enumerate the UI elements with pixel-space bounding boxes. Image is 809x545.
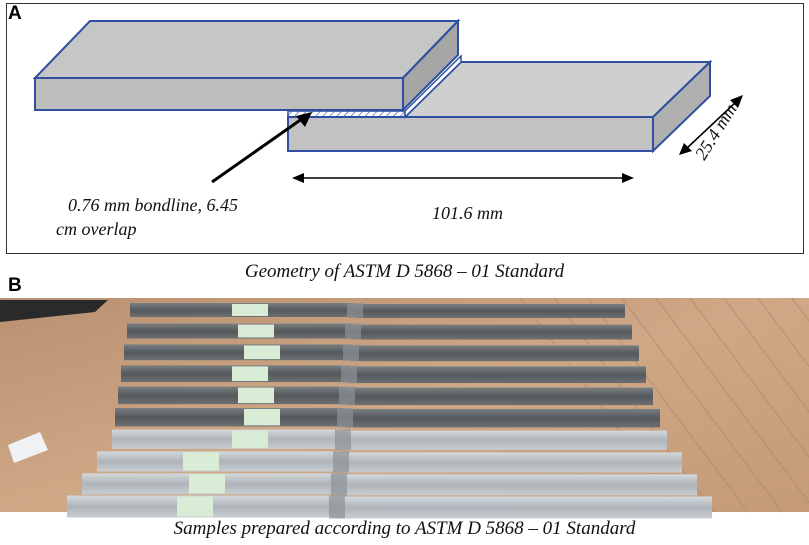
sample-strip-right bbox=[355, 304, 625, 318]
sample-tag bbox=[232, 366, 268, 382]
sample-tag bbox=[238, 324, 274, 338]
width-arrow-bottom bbox=[679, 143, 692, 155]
sample-strip-right bbox=[347, 387, 653, 406]
panel-b-caption: Samples prepared according to ASTM D 586… bbox=[173, 518, 636, 539]
length-arrow-right bbox=[622, 173, 634, 183]
sample-overlap-band bbox=[335, 429, 351, 450]
sample-tag bbox=[232, 304, 268, 316]
sample-tag bbox=[238, 387, 274, 404]
panel-b-letter: B bbox=[8, 275, 22, 296]
bondline-side bbox=[404, 54, 462, 119]
sample-strip-right bbox=[349, 366, 646, 384]
length-arrow-left bbox=[292, 173, 304, 183]
sample-tag bbox=[244, 408, 280, 426]
bondline-label-line2: cm overlap bbox=[56, 219, 137, 239]
wood-grain-line bbox=[655, 297, 809, 504]
sample-overlap-band bbox=[339, 386, 355, 406]
panel-a-frame bbox=[6, 3, 804, 254]
sample-overlap-band bbox=[343, 344, 359, 362]
sample-strip-right bbox=[351, 345, 639, 362]
sample-strip-left bbox=[124, 344, 351, 361]
sample-overlap-band bbox=[341, 365, 357, 384]
dark-object-corner bbox=[0, 300, 108, 322]
wood-grain-line bbox=[621, 297, 783, 513]
sample-strip-right bbox=[353, 324, 632, 340]
bondline-label-line1: 0.76 mm bondline, 6.45 bbox=[68, 195, 238, 215]
bottle-cap bbox=[8, 432, 48, 463]
sample-tag bbox=[244, 345, 280, 360]
sample-tag bbox=[232, 430, 268, 448]
wood-grain-line bbox=[723, 297, 809, 413]
sample-strip-left bbox=[112, 429, 343, 449]
wood-grain-line bbox=[689, 297, 809, 459]
width-arrow-top bbox=[730, 95, 743, 108]
sample-strip-right bbox=[341, 452, 682, 473]
wood-grain-line bbox=[757, 297, 809, 368]
sample-tag bbox=[183, 452, 219, 471]
bondline-arrowhead bbox=[296, 112, 312, 127]
width-dimension-line bbox=[685, 101, 737, 150]
sample-strip-left bbox=[118, 386, 347, 405]
length-label: 101.6 mm bbox=[432, 203, 503, 223]
bondline-pointer-arrow bbox=[211, 114, 307, 184]
sample-overlap-band bbox=[329, 495, 345, 519]
panel-a-caption: Geometry of ASTM D 5868 – 01 Standard bbox=[244, 261, 565, 282]
sample-tag bbox=[189, 474, 225, 494]
panel-a-letter: A bbox=[8, 3, 22, 24]
sample-strip-left bbox=[115, 407, 345, 427]
sample-overlap-band bbox=[333, 451, 349, 473]
sample-strip-right bbox=[343, 430, 667, 450]
lower-plate-side-face bbox=[652, 59, 711, 154]
sample-overlap-band bbox=[331, 473, 347, 496]
sample-tag bbox=[177, 496, 213, 517]
sample-strip-right bbox=[345, 408, 660, 428]
sample-strips bbox=[67, 303, 712, 519]
sample-overlap-band bbox=[337, 407, 353, 428]
sample-strip-right bbox=[337, 496, 712, 519]
sample-overlap-band bbox=[345, 323, 361, 340]
sample-overlap-band bbox=[347, 303, 363, 318]
upper-plate-side-face bbox=[402, 18, 459, 113]
sample-strip-right bbox=[339, 474, 697, 496]
